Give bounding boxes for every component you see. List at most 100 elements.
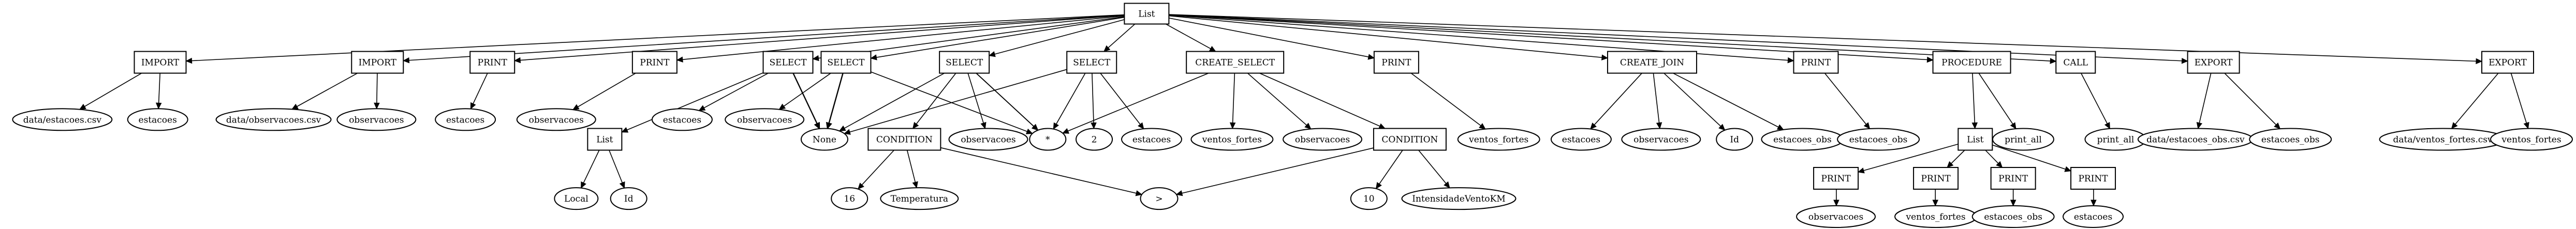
node-ellipse [127,108,188,131]
node-ellipse [2490,128,2573,151]
arrowhead [1025,128,1033,134]
arrowhead [2451,122,2458,129]
edge-root-select2 [871,17,1125,59]
arrowhead [1229,122,1236,129]
edge-export2-t_ventos_fortes4 [2510,73,2529,129]
edge-list1-c_local [580,150,600,189]
node-ellipse [1621,128,1701,151]
edge-select2-v_none [827,73,844,129]
arrowhead [988,51,996,57]
tree-node-leaf: > [1140,187,1179,210]
arrowhead [1833,200,1839,207]
node-label: ventos_fortes [2501,135,2561,145]
node-label: estacoes [2074,212,2112,222]
edge-root-print1 [514,14,1125,62]
arrowhead [1590,123,1597,130]
node-rect [1932,51,2011,74]
node-label: ventos_fortes [1202,135,1262,145]
edge-root-export2 [1169,14,2482,62]
node-ellipse [880,187,959,210]
node-label: observacoes [961,135,1015,145]
tree-node-box: SELECT [1066,51,1117,74]
arrowhead [1209,45,1216,52]
tree-node-leaf: observacoes [1621,128,1701,151]
node-label: Temperatura [891,194,948,204]
tree-node-leaf: observacoes [336,108,417,131]
tree-node-box: CALL [2055,51,2096,74]
node-label: PRINT [640,58,670,68]
node-label: 2 [1092,135,1097,145]
tree-node-leaf: estacoes_obs [1971,205,2055,228]
node-ellipse [1401,187,1517,210]
edge-select3-condition1 [912,73,956,129]
node-ellipse [1190,128,1274,151]
node-label: List [596,135,613,145]
edge-root-export1 [1169,14,2188,62]
node-rect [1186,51,1285,74]
node-rect [1957,128,1993,151]
node-ellipse [516,108,596,131]
edge-list2-pp4 [1992,144,2071,172]
node-label: observacoes [1633,135,1688,145]
edge-select4-v_2 [1092,73,1095,129]
arrowhead [912,121,919,129]
edges-layer [79,14,2529,207]
arrowhead [1776,124,1784,130]
tree-node-leaf: observacoes [516,108,596,131]
arrowhead [1135,190,1143,196]
edge-createjoin-t_estacoes5 [1590,72,1642,130]
tree-node-box: CREATE_SELECT [1186,51,1285,74]
arrowhead [676,56,683,63]
node-rect [1990,166,2036,190]
arrowhead [2523,121,2529,129]
node-ellipse [1029,128,1067,151]
arrowhead [2104,122,2110,129]
edge-condition2-c_intensidade [1418,149,1450,188]
tree-node-box: PRINT [1990,166,2036,190]
edge-select1-t_estacoes3 [699,72,769,111]
edge-root-call [1169,14,2056,62]
edge-list2-pp1 [1858,143,1959,173]
node-label: estacoes_obs [1773,135,1832,145]
node-rect [762,51,814,74]
node-ellipse [1796,205,1876,228]
arrowhead [2010,122,2016,130]
tree-node-leaf: print_all [1992,128,2054,151]
node-ellipse [2249,128,2332,151]
tree-node-box: IMPORT [134,51,187,74]
arrowhead [621,127,629,133]
edge-export1-t_estacoes_obs4 [2224,72,2280,129]
arrowhead [470,102,476,110]
node-ellipse [1076,128,1113,151]
node-label: CREATE_JOIN [1620,58,1684,68]
edge-import1-f_estacoes_csv [79,72,142,110]
arrowhead [1103,45,1111,52]
node-label: CONDITION [876,135,933,145]
tree-node-leaf: estacoes [435,108,496,131]
edge-select3-v_none [839,72,945,132]
arrowhead [814,122,820,130]
node-ellipse [1837,128,1920,151]
node-label: List [1967,135,1983,145]
node-label: CONDITION [1381,135,1438,145]
arrowhead [838,125,846,131]
arrowhead [870,54,877,60]
tree-node-leaf: observacoes [948,128,1028,151]
tree-node-leaf: estacoes_obs [1761,128,1844,151]
node-ellipse [610,187,647,210]
edge-root-import1 [186,14,1125,62]
edge-createselect-condition2 [1259,72,1386,129]
arrowhead [79,103,86,110]
node-rect [1813,166,1859,190]
node-ellipse [1140,187,1179,210]
node-label: SELECT [946,58,983,68]
edge-createjoin-c_id2 [1664,72,1726,131]
edge-root-select4 [1103,23,1136,52]
node-ellipse [554,187,599,210]
node-rect [2055,51,2096,74]
arrowhead [2050,58,2057,64]
arrowhead [1444,181,1450,189]
edge-select3-t_observacoes4 [967,73,986,129]
arrowhead [1863,122,1871,129]
node-label: SELECT [769,58,807,68]
